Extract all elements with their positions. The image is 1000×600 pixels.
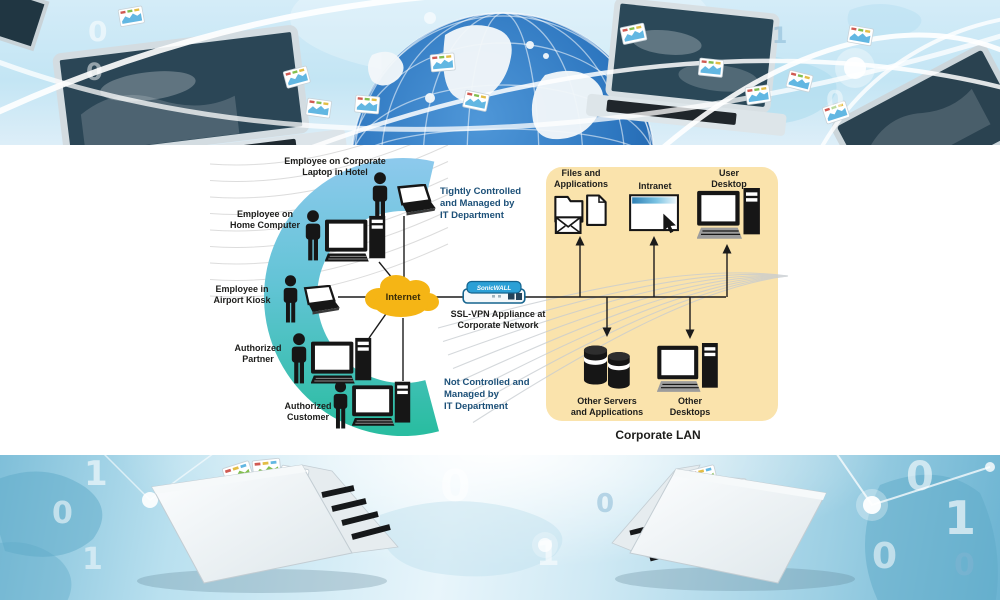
vpn-appliance-icon: SonicWALL <box>462 280 526 304</box>
remote-user-label-home: Employee on Home Computer <box>229 209 300 230</box>
desktop-computer-icon <box>657 343 718 392</box>
internet-cloud <box>365 275 439 317</box>
browser-window-cursor-icon <box>629 194 679 234</box>
binary-digit: 1 <box>772 24 788 49</box>
server-stack-icon <box>583 345 630 389</box>
binary-digit: 0 <box>872 536 898 577</box>
lan-node-label-other-desktops: Other Desktops <box>669 396 711 417</box>
swoosh-lines <box>437 272 789 423</box>
folder-documents-mail-icon <box>554 194 607 235</box>
remote-user-label-customer: Authorized Customer <box>284 401 332 422</box>
laptop-back-right <box>611 464 855 591</box>
banner-bottom: 1 0 1 0 0 1 0 1 0 0 <box>0 455 1000 600</box>
corporate-lan-title: Corporate LAN <box>615 428 701 442</box>
binary-digit: 0 <box>440 461 471 512</box>
laptop-icon <box>303 285 340 315</box>
desktop-computer-icon <box>325 215 386 262</box>
binary-digit: 0 <box>86 58 103 86</box>
person-icon <box>305 210 321 261</box>
binary-digit: 1 <box>536 534 560 574</box>
banner-top-art <box>0 0 1000 145</box>
binary-digit: 0 <box>88 15 108 48</box>
binary-digit: 1 <box>82 542 103 577</box>
laptop-right <box>831 44 1000 145</box>
zone-label-controlled: Tightly Controlled and Managed by IT Dep… <box>440 186 522 222</box>
binary-digit: 0 <box>596 489 615 519</box>
remote-user-label-kiosk: Employee in Airport Kiosk <box>213 284 271 305</box>
lan-node-label-servers: Other Servers and Applications <box>570 396 644 417</box>
binary-digit: 0 <box>954 548 975 583</box>
remote-user-label-hotel: Employee on Corporate Laptop in Hotel <box>284 156 386 177</box>
network-nodes <box>103 455 995 558</box>
glow-dot <box>844 57 866 79</box>
desktop-computer-icon <box>352 381 411 426</box>
person-icon <box>291 333 307 384</box>
internet-label: Internet <box>385 292 421 303</box>
person-icon <box>333 381 348 429</box>
banner-bottom-art <box>0 455 998 600</box>
laptop-back-left <box>137 457 399 593</box>
banner-top: 0 0 0 1 <box>0 0 1000 145</box>
remote-user-label-partner: Authorized Partner <box>234 343 282 364</box>
binary-digit: 0 <box>826 86 845 116</box>
person-icon <box>283 275 298 323</box>
binary-digit: 1 <box>944 491 977 545</box>
glow-dot <box>424 12 436 24</box>
person-icon <box>372 172 388 223</box>
zone-label-uncontrolled: Not Controlled and Managed by IT Departm… <box>444 377 530 413</box>
arrowheads <box>575 236 732 339</box>
binary-digit: 0 <box>906 455 934 500</box>
binary-digit: 0 <box>52 496 73 531</box>
world-map-shapes <box>0 471 998 600</box>
lan-node-label-user-desktop: User Desktop <box>711 168 747 189</box>
appliance-brand: SonicWALL <box>477 285 512 292</box>
binary-digit: 1 <box>84 455 108 494</box>
desktop-computer-icon <box>697 188 760 239</box>
desktop-computer-icon <box>311 337 372 384</box>
laptop-icon <box>397 184 436 216</box>
appliance-caption: SSL-VPN Appliance at Corporate Network <box>450 309 546 330</box>
lan-node-label-intranet: Intranet <box>638 181 672 191</box>
laptop-corner <box>0 0 50 52</box>
lan-node-label-files: Files and Applications <box>553 168 608 189</box>
